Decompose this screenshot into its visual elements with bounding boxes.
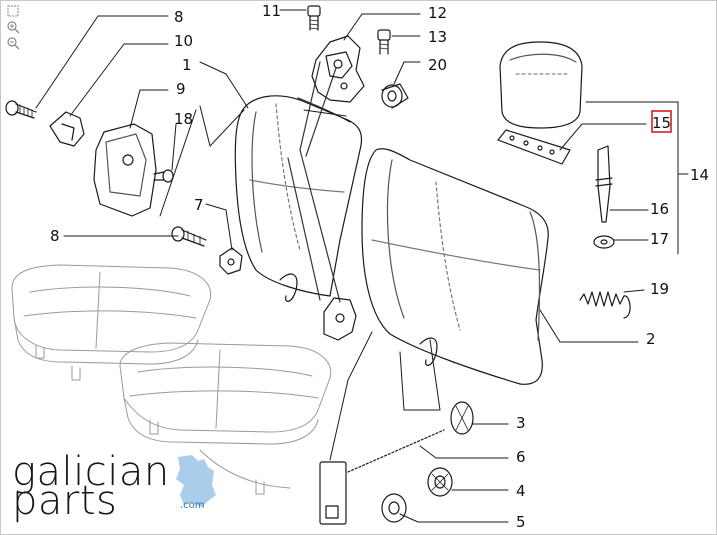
callout-4[interactable]: 4 <box>516 482 526 500</box>
hinge-cover-9 <box>93 123 157 217</box>
post-16 <box>595 145 613 223</box>
callout-13[interactable]: 13 <box>428 28 447 46</box>
callout-labels: 1 2 3 4 5 6 7 8 8 9 10 11 12 13 14 15 16… <box>50 2 709 531</box>
callout-20[interactable]: 20 <box>428 56 447 74</box>
release-cable-6 <box>319 429 445 525</box>
screw-8-mid <box>171 226 207 247</box>
logo-domain: .com <box>180 500 205 511</box>
cap-3 <box>450 401 474 435</box>
clip-10 <box>49 111 85 147</box>
knob-4 <box>427 467 453 497</box>
fit-page-icon[interactable] <box>6 4 20 18</box>
callout-5[interactable]: 5 <box>516 513 526 531</box>
backrest-right <box>361 148 549 385</box>
logo-word-2: parts <box>12 478 118 524</box>
callout-18[interactable]: 18 <box>174 110 193 128</box>
galicia-map-icon <box>176 455 216 507</box>
callout-12[interactable]: 12 <box>428 4 447 22</box>
callout-15[interactable]: 15 <box>652 114 671 132</box>
bolt-13 <box>377 29 391 55</box>
backrest-left <box>234 95 363 297</box>
zoom-toolbar <box>6 4 22 50</box>
belt-hook-right <box>419 337 438 366</box>
hinge-bracket-lower <box>323 297 357 341</box>
callout-16[interactable]: 16 <box>650 200 669 218</box>
leader-lines <box>35 9 689 523</box>
belt-strap <box>287 149 341 303</box>
callout-6[interactable]: 6 <box>516 448 526 466</box>
brand-logo: galician parts .com <box>12 452 227 522</box>
callout-3[interactable]: 3 <box>516 414 526 432</box>
zoom-out-icon[interactable] <box>6 36 20 50</box>
callout-14[interactable]: 14 <box>690 166 709 184</box>
hinge-bracket <box>311 35 365 103</box>
seat-cushion <box>11 264 332 495</box>
belt-buckle-hook <box>279 273 298 302</box>
logo-word-1: galician <box>12 449 170 495</box>
callout-1[interactable]: 1 <box>182 56 192 74</box>
headrest <box>499 41 583 129</box>
callout-8-top[interactable]: 8 <box>174 8 184 26</box>
spring-19 <box>579 291 631 319</box>
galicia-map-shape <box>176 455 216 507</box>
bolt-11 <box>307 5 321 31</box>
bracket-7 <box>219 247 243 275</box>
callout-19[interactable]: 19 <box>650 280 669 298</box>
callout-10[interactable]: 10 <box>174 32 193 50</box>
callout-11[interactable]: 11 <box>262 2 281 20</box>
bolt-18 <box>153 169 174 183</box>
button-5 <box>381 493 407 523</box>
callout-15-highlight <box>651 110 672 133</box>
zoom-in-icon[interactable] <box>6 20 20 34</box>
callout-2[interactable]: 2 <box>646 330 656 348</box>
callout-9[interactable]: 9 <box>176 80 186 98</box>
callout-7[interactable]: 7 <box>194 196 204 214</box>
callout-17[interactable]: 17 <box>650 230 669 248</box>
plate-15 <box>497 129 571 165</box>
screw-8-top <box>5 100 37 119</box>
callout-8-mid[interactable]: 8 <box>50 227 60 245</box>
bushing-20 <box>381 83 409 109</box>
washer-17 <box>593 235 615 249</box>
